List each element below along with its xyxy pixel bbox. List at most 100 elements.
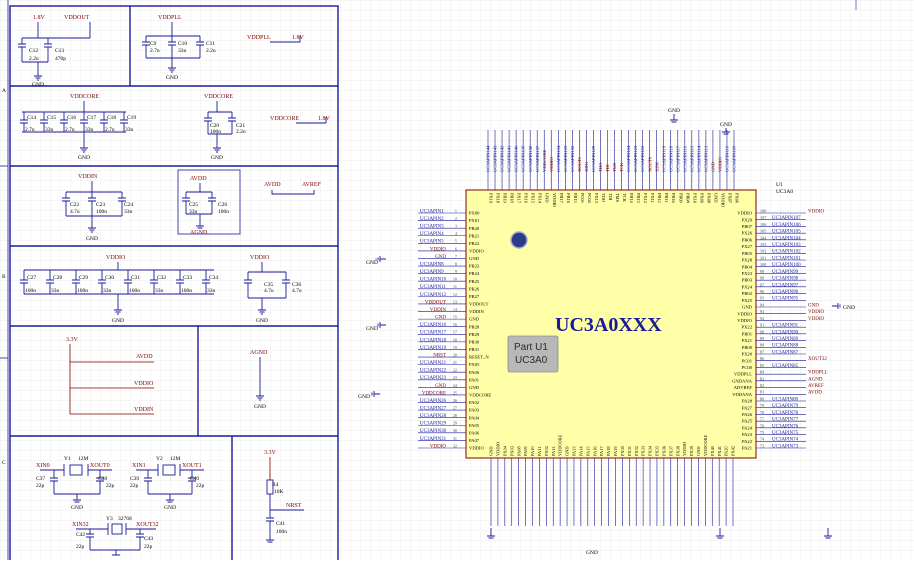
pin-bottom-7[interactable]: PA11 — [537, 447, 542, 526]
pin-bottom-23[interactable]: PX34 — [648, 445, 653, 526]
pin-bottom-0[interactable]: GND — [489, 446, 494, 526]
pin-bottom-26[interactable]: PX37 — [668, 445, 673, 526]
mcu-symbol[interactable]: U1 UC3A0 UC3A0XXX PX001UC3APIN1PX012UC3A… — [418, 130, 828, 526]
pin-bottom-10[interactable]: VDDCORE — [558, 434, 563, 526]
pin-bottom-24[interactable]: PX35 — [655, 445, 660, 526]
pin-bottom-20[interactable]: PX31 — [627, 446, 632, 526]
pin-bottom-3[interactable]: PX03 — [509, 445, 514, 526]
pin-bottom-33[interactable]: PX41 — [717, 446, 722, 526]
pin-bottom-34[interactable]: PA20 — [724, 446, 729, 526]
pin-bottom-18[interactable]: PA19 — [613, 446, 618, 526]
pin-bottom-29[interactable]: PX39 — [689, 445, 694, 526]
pin-bottom-6[interactable]: PA10 — [530, 446, 535, 526]
pin-bottom-22[interactable]: PX33 — [641, 445, 646, 526]
pin-bottom-19[interactable]: PX30 — [620, 445, 625, 526]
pin-bottom-2[interactable]: PX04 — [502, 445, 507, 526]
pin-bottom-1[interactable]: VDDIO — [496, 442, 501, 526]
pin-bottom-12[interactable]: PA13 — [572, 446, 577, 526]
pin-bottom-9[interactable]: PA12 — [551, 446, 556, 526]
pin-bottom-31[interactable]: VDDCORE — [703, 434, 708, 526]
pin-bottom-4[interactable]: PA08 — [516, 446, 521, 526]
pin-bottom-30[interactable]: GND — [696, 446, 701, 526]
pin-bottom-35[interactable]: PX42 — [731, 446, 736, 526]
pin-bottom-15[interactable]: PA16 — [592, 446, 597, 526]
pin-bottom-5[interactable]: PA09 — [523, 446, 528, 526]
pin-bottom-17[interactable]: PA18 — [606, 446, 611, 526]
pin-bottom-21[interactable]: PX32 — [634, 446, 639, 526]
